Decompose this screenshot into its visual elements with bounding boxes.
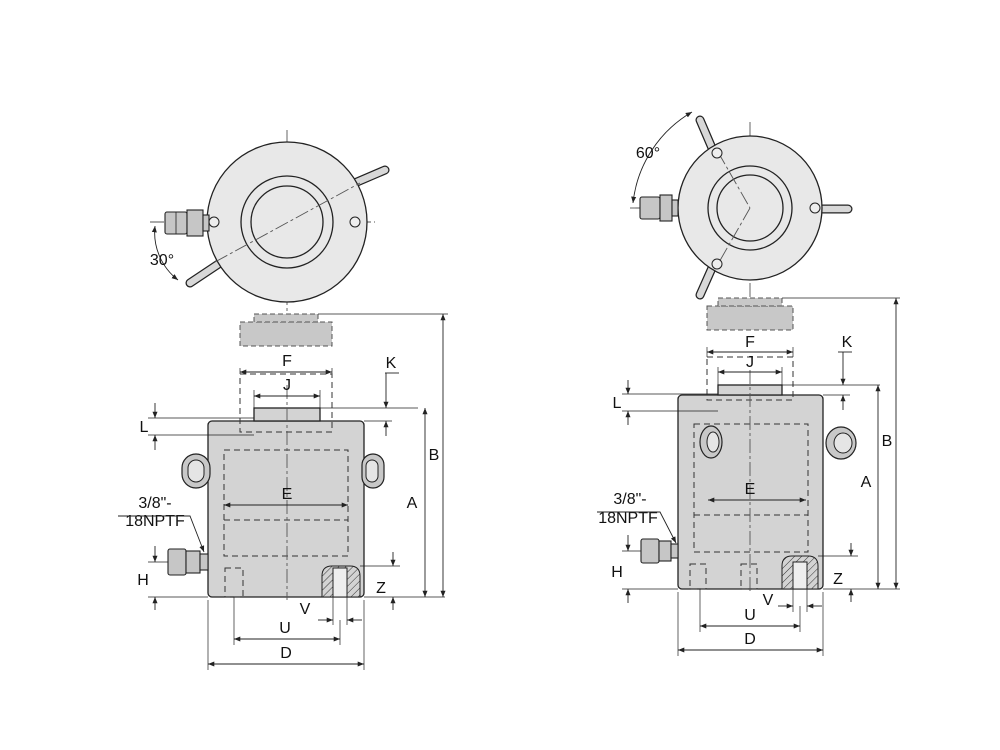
right-dim-B-label: B: [882, 433, 893, 450]
right-front-handle-front: [699, 425, 723, 459]
right-top-coupler: [639, 194, 679, 222]
right-drawing: 60°: [597, 111, 900, 656]
left-saddle-top: [253, 313, 319, 323]
right-port-label-line2: 18NPTF: [598, 510, 658, 527]
left-top-cylinder-outline: [206, 141, 368, 303]
right-dim-V-label: V: [763, 592, 774, 609]
left-front-coupler: [167, 548, 209, 576]
left-dim-J-label: J: [283, 377, 291, 394]
right-front-view: F J K L E A: [597, 297, 900, 656]
left-front-handle-right: [361, 453, 385, 489]
right-top-bolt-hole: [711, 147, 723, 159]
right-saddle-top: [717, 297, 783, 307]
right-front-coupler: [640, 538, 679, 564]
right-top-view: 60°: [630, 111, 853, 300]
right-top-bolt-hole: [711, 258, 723, 270]
right-port-label-line1: 3/8"-: [613, 491, 646, 508]
left-drawing: 30°: [118, 130, 448, 670]
left-front-hidden-bore: [223, 449, 349, 557]
left-top-angle-arc: [151, 225, 179, 281]
left-top-bolt-hole: [349, 216, 361, 228]
right-top-handle-upper: [695, 115, 717, 153]
right-front-hidden-bore: [693, 423, 809, 553]
left-top-ring-outer: [240, 175, 334, 269]
left-top-view: 30°: [150, 130, 390, 312]
left-dim-B-label: B: [429, 447, 440, 464]
left-dim-H-label: H: [137, 572, 149, 589]
left-top-bolt-hole: [208, 216, 220, 228]
right-top-angle-arc: [631, 111, 693, 204]
left-front-view: F J K L E A: [118, 313, 448, 670]
left-dim-U-label: U: [279, 620, 291, 637]
left-dim-V-label: V: [300, 601, 311, 618]
right-top-diagonal-centerline: [717, 151, 751, 209]
right-top-handle-lower: [695, 263, 717, 300]
right-port-leader: [597, 511, 677, 544]
left-front-handle-left: [181, 453, 211, 489]
right-dim-L-label: L: [613, 395, 622, 412]
left-top-coupler: [164, 209, 210, 237]
right-dim-D-label: D: [744, 631, 756, 648]
left-dim-A-label: A: [407, 495, 418, 512]
right-front-mount-hole-right: [792, 561, 808, 590]
right-dim-J-label: J: [746, 354, 754, 371]
right-top-angle-label: 60°: [636, 145, 660, 162]
left-top-diagonal-centerline: [214, 182, 361, 263]
right-saddle-base: [706, 305, 794, 331]
right-front-handle-right: [825, 426, 857, 460]
right-dim-Z-label: Z: [833, 571, 843, 588]
left-saddle: [239, 313, 333, 347]
left-port-leader: [118, 515, 205, 553]
left-dim-Z-label: Z: [376, 580, 386, 597]
right-saddle: [706, 297, 794, 331]
right-dim-E-label: E: [745, 481, 756, 498]
right-dim-F-label: F: [745, 334, 755, 351]
left-front-mount-hole-right: [332, 567, 348, 598]
right-top-ring-inner: [716, 174, 784, 242]
left-top-angle-label: 30°: [150, 252, 174, 269]
left-dim-F-label: F: [282, 353, 292, 370]
left-dim-K-label: K: [386, 355, 397, 372]
right-dim-H-label: H: [611, 564, 623, 581]
right-dim-K-label: K: [842, 334, 853, 351]
left-dim-E-label: E: [282, 486, 293, 503]
left-top-ring-inner: [250, 185, 324, 259]
left-top-handle-lower: [185, 258, 225, 288]
right-top-diagonal-centerline: [717, 207, 751, 265]
right-top-ring-outer: [707, 165, 793, 251]
right-top-bolt-hole: [809, 202, 821, 214]
left-saddle-base: [239, 321, 333, 347]
left-dim-L-label: L: [140, 419, 149, 436]
right-dim-A-label: A: [861, 474, 872, 491]
left-dim-D-label: D: [280, 645, 292, 662]
left-port-label-line2: 18NPTF: [125, 513, 185, 530]
left-port-label-line1: 3/8"-: [138, 495, 171, 512]
right-dim-U-label: U: [744, 607, 756, 624]
